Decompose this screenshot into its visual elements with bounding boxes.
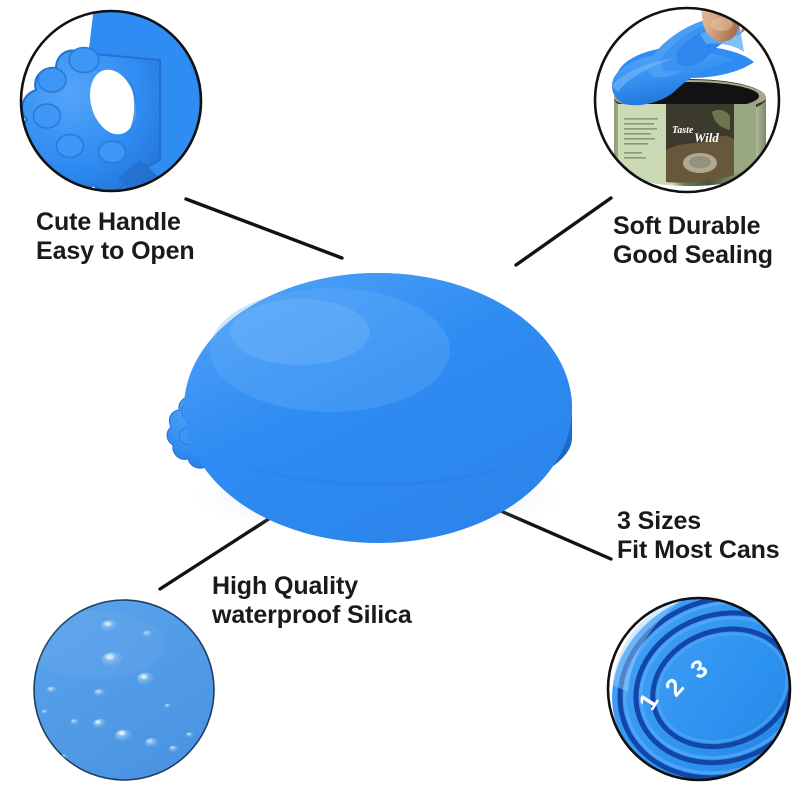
callout-circle-soft-durable: Taste Wild [593,6,781,194]
can-brand-line2: Wild [694,130,719,145]
connector-line-cute-handle [184,197,344,260]
label-high-quality-line2: waterproof Silica [212,601,412,629]
peeled-lid [612,17,754,106]
label-cute-handle-line1: Cute Handle [36,208,181,236]
label-soft-durable: Soft Durable Good Sealing [613,212,773,270]
size-groove-2 [633,610,790,766]
water-droplets [34,611,194,760]
lid-top-face [184,273,572,543]
product-can-lid [166,273,573,543]
callout-circle-three-sizes: 1 2 3 [606,596,792,782]
callout-circle-cute-handle [19,9,203,193]
label-high-quality: High Quality waterproof Silica [212,572,412,630]
label-cute-handle-line2: Easy to Open [36,237,195,265]
label-soft-durable-line2: Good Sealing [613,241,773,269]
connector-line-soft-durable [514,196,613,267]
callout-circle-high-quality [33,599,215,781]
can-brand-line1: Taste [672,125,694,136]
can-label-fineprint [624,118,658,159]
label-three-sizes-line1: 3 Sizes [617,507,702,535]
label-cute-handle: Cute Handle Easy to Open [36,208,195,266]
label-three-sizes-line2: Fit Most Cans [617,536,780,564]
label-high-quality-line1: High Quality [212,572,359,600]
label-soft-durable-line1: Soft Durable [613,212,761,240]
label-three-sizes: 3 Sizes Fit Most Cans [617,507,780,565]
